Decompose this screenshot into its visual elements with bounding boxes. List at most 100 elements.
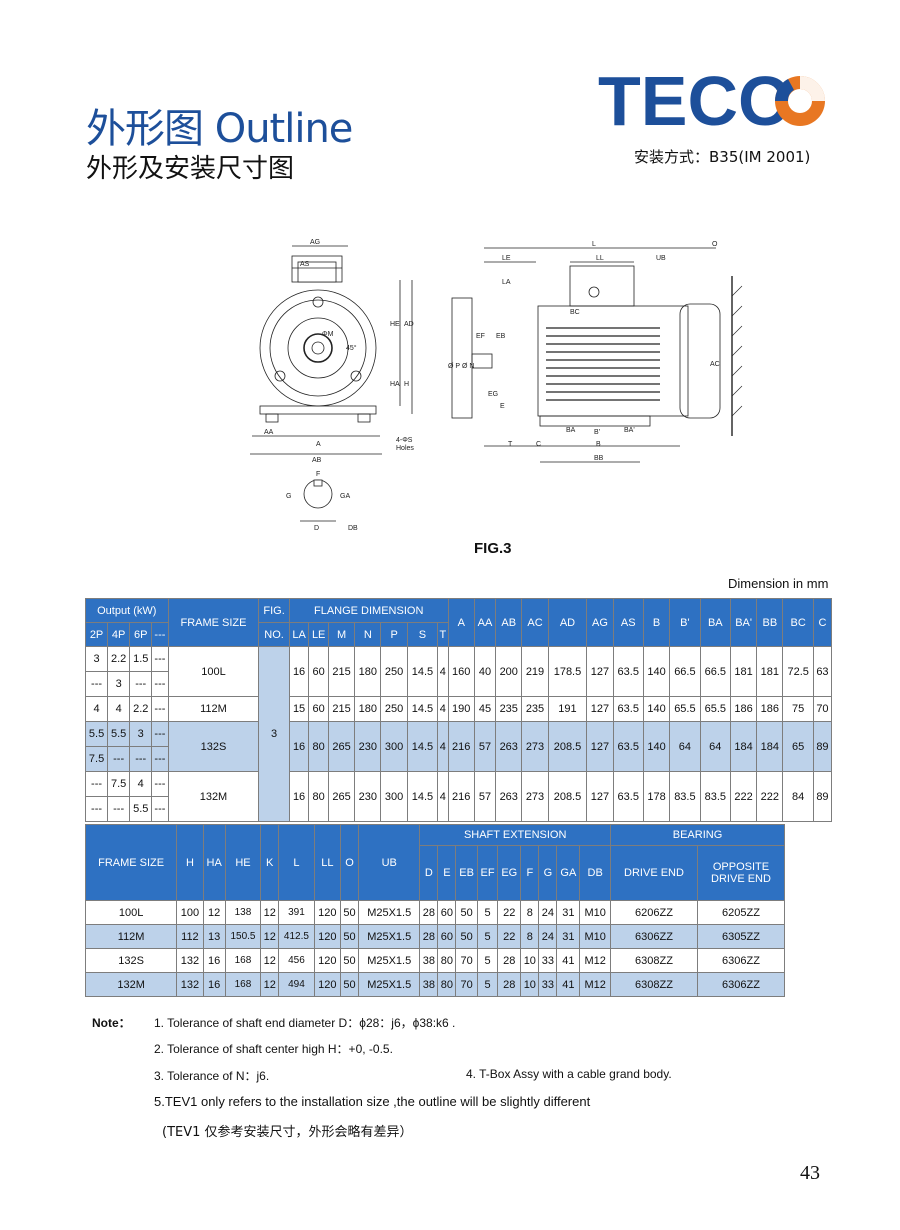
col-output: Output (kW): [85, 598, 169, 623]
dimension-cell: 63.5: [612, 721, 644, 772]
dimension-cell: 75: [782, 696, 814, 722]
dimension-cell: 140: [642, 721, 671, 772]
value-cell: 112: [176, 924, 204, 949]
col-k: K: [260, 824, 280, 901]
dimension-cell: 140: [642, 696, 671, 722]
page-number: 43: [800, 1162, 820, 1184]
lbl-h: H: [404, 381, 409, 388]
value-cell: M25X1.5: [358, 900, 421, 925]
value-cell: M25X1.5: [358, 972, 421, 997]
dimension-cell: 250: [380, 696, 408, 722]
value-cell: 80: [437, 948, 457, 973]
value-cell: 16: [202, 972, 226, 997]
output-cell: ---: [129, 671, 153, 697]
frame-size-cell: 132S: [167, 721, 260, 772]
col-n: N: [354, 622, 382, 647]
col-4p: 4P: [107, 622, 131, 647]
lbl-bc: BC: [570, 309, 580, 316]
logo-swirl-icon: [774, 76, 825, 126]
note-6: (TEV1 仅参考安装尺寸，外形会略有差异）: [162, 1125, 413, 1140]
dimension-cell: 40: [473, 646, 497, 697]
col-b: B: [642, 598, 671, 647]
value-cell: 12: [260, 948, 280, 973]
lbl-n: Ø N: [462, 363, 474, 370]
dimension-cell: 216: [447, 721, 475, 772]
lbl-bp: B': [594, 429, 600, 436]
value-cell: M12: [579, 972, 611, 997]
value-cell: 10: [520, 948, 540, 973]
col-s: S: [406, 622, 439, 647]
value-cell: 41: [556, 948, 581, 973]
col-bearing: BEARING: [610, 824, 785, 846]
lbl-t: T: [508, 441, 513, 448]
value-cell: 120: [313, 972, 342, 997]
value-cell: 412.5: [278, 924, 315, 949]
value-cell: 132: [176, 948, 204, 973]
output-cell: 4: [84, 696, 109, 722]
dimension-cell: 208.5: [547, 771, 588, 822]
table-row: ------5.5---: [84, 796, 832, 822]
value-cell: 24: [538, 900, 558, 925]
lbl-c: C: [536, 441, 541, 448]
dimension-cell: 191: [547, 696, 588, 722]
col-bb: BB: [756, 598, 784, 647]
dimension-cell: 80: [308, 721, 329, 772]
col-l: L: [278, 824, 315, 901]
value-cell: 70: [455, 972, 478, 997]
dimension-cell: 64: [669, 721, 701, 772]
value-cell: M25X1.5: [358, 924, 421, 949]
col-ha: HA: [202, 824, 226, 901]
frame-size-cell: 100L: [84, 900, 178, 925]
lbl-d: D: [314, 525, 319, 532]
value-cell: M25X1.5: [358, 948, 421, 973]
dimension-cell: 127: [586, 696, 614, 722]
dimension-cell: 65.5: [669, 696, 701, 722]
value-cell: 100: [176, 900, 204, 925]
dimension-cell: 4: [437, 771, 449, 822]
dimension-cell: 160: [447, 646, 475, 697]
output-cell: 7.5: [107, 771, 131, 797]
output-cell: 2.2: [107, 646, 131, 672]
output-cell: 2.2: [129, 696, 153, 722]
lbl-he: HE: [390, 321, 400, 328]
teco-logo: TECO: [598, 68, 825, 130]
dimension-cell: 178: [642, 771, 671, 822]
dimension-cell: 186: [756, 696, 784, 722]
value-cell: 28: [419, 900, 439, 925]
value-cell: 6308ZZ: [610, 948, 698, 973]
dimension-cell: 14.5: [406, 721, 439, 772]
lbl-ad: AD: [404, 321, 414, 328]
value-cell: 60: [437, 924, 457, 949]
value-cell: 80: [437, 972, 457, 997]
dimension-cell: 184: [729, 721, 758, 772]
dimension-cell: 84: [782, 771, 814, 822]
col-shaft-extension: SHAFT EXTENSION: [419, 824, 611, 846]
dimension-cell: 60: [308, 646, 329, 697]
lbl-f: F: [316, 471, 320, 478]
value-cell: 494: [278, 972, 315, 997]
output-cell: 3: [84, 646, 109, 672]
col-he: HE: [224, 824, 262, 901]
col-as: AS: [612, 598, 644, 647]
col-fig: FIG.: [258, 598, 290, 623]
value-cell: 70: [455, 948, 478, 973]
note-4: 4. T-Box Assy with a cable grand body.: [466, 1067, 672, 1081]
col-dash: ---: [151, 622, 169, 647]
lbl-bb: BB: [594, 455, 604, 462]
output-cell: 5.5: [107, 721, 131, 747]
output-cell: ---: [151, 721, 169, 747]
dimension-cell: 181: [729, 646, 758, 697]
output-cell: ---: [151, 796, 169, 822]
lbl-ba: BA: [566, 427, 576, 434]
lbl-ac: AC: [710, 361, 720, 368]
value-cell: 6206ZZ: [610, 900, 698, 925]
value-cell: 6308ZZ: [610, 972, 698, 997]
col-bap: BA': [729, 598, 758, 647]
dimension-cell: 184: [756, 721, 784, 772]
dimension-cell: 65.5: [699, 696, 731, 722]
value-cell: 31: [556, 900, 581, 925]
lbl-e: E: [500, 403, 505, 410]
output-cell: 3: [107, 671, 131, 697]
